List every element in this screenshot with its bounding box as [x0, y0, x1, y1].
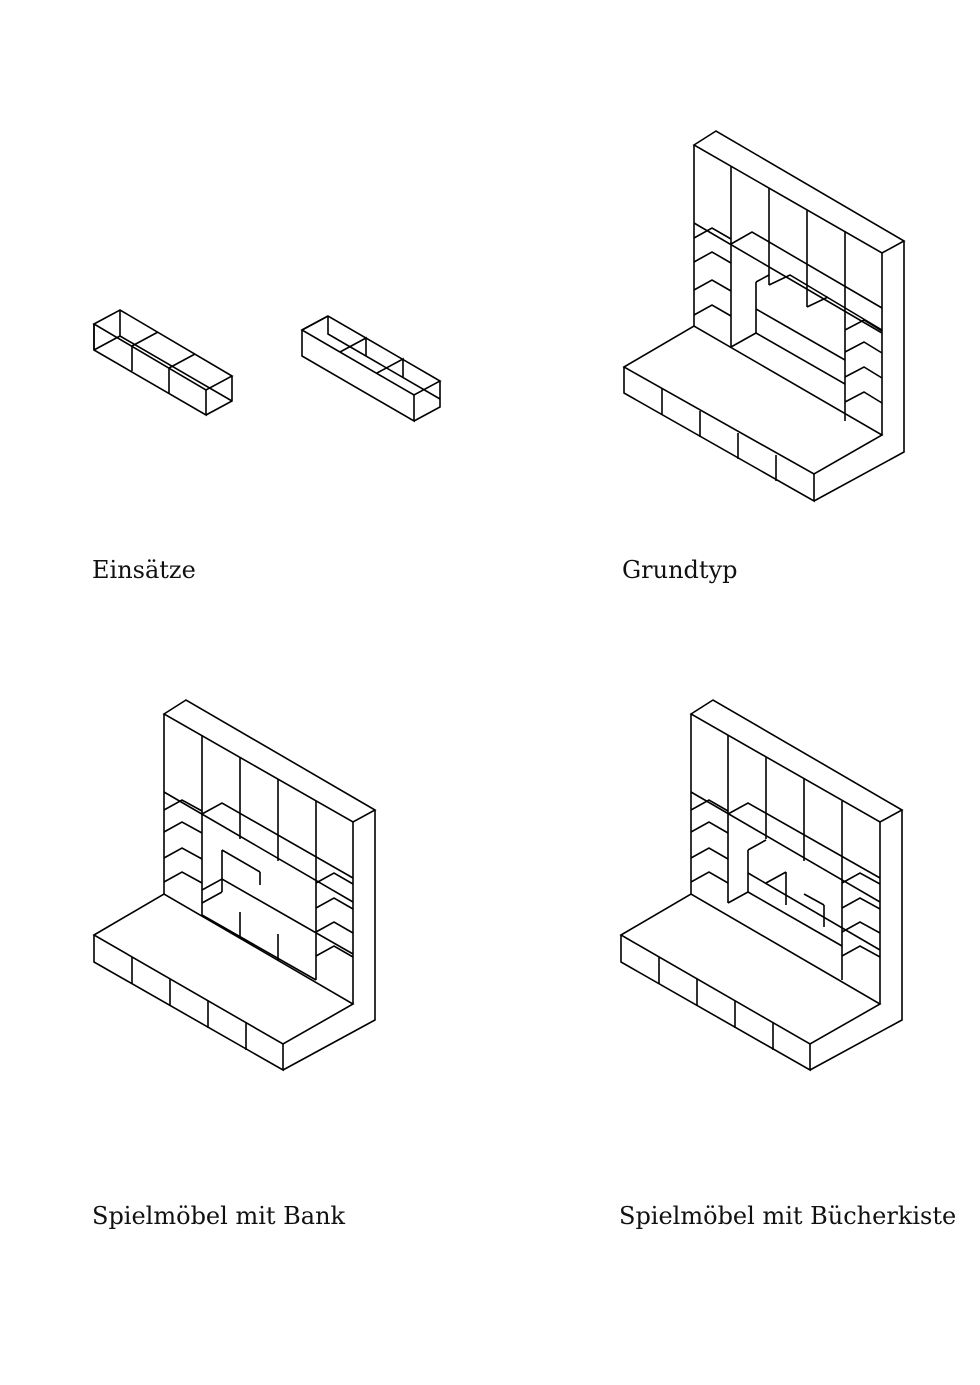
- figure-einsaetze: [0, 0, 980, 560]
- caption-grundtyp: Grundtyp: [622, 556, 738, 584]
- buecherkiste-drawing: [619, 699, 904, 1072]
- caption-bank: Spielmöbel mit Bank: [92, 1202, 346, 1230]
- caption-einsaetze: Einsätze: [92, 556, 196, 584]
- bank-drawing: [92, 699, 377, 1072]
- figure-grundtyp: [0, 0, 980, 560]
- grundtyp-drawing: [622, 130, 906, 503]
- figure-buecherkiste: [490, 560, 980, 1160]
- caption-buecherkiste: Spielmöbel mit Bücherkiste: [619, 1202, 957, 1230]
- einsaetze-drawing: [92, 309, 442, 423]
- insert-box-open-top: [300, 315, 442, 423]
- figure-bank: [0, 560, 490, 1160]
- insert-box-open-front: [92, 309, 234, 417]
